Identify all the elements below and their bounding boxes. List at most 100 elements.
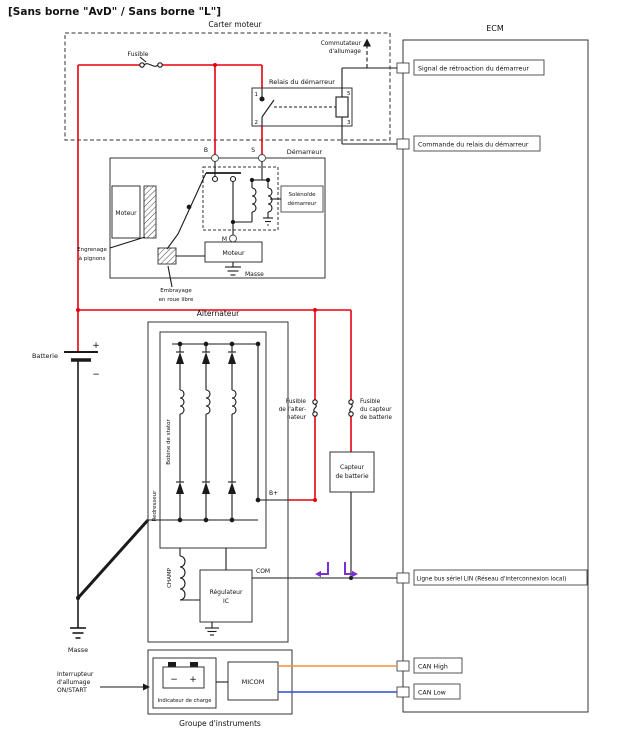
battery-label: Batterie <box>32 352 58 360</box>
regulator-label-1: Régulateur <box>210 589 243 596</box>
battery-ground-label: Masse <box>68 646 88 654</box>
page-title: [Sans borne "AvD" / Sans borne "L"] <box>8 6 221 18</box>
red-wire-junction-dots <box>76 63 317 502</box>
ecm-pin-can-low-label: CAN Low <box>418 690 446 697</box>
svg-text:Fusible: Fusible <box>360 399 381 405</box>
svg-text:de batterie: de batterie <box>360 415 392 421</box>
engine-motor-label: Moteur <box>115 210 137 217</box>
right-arrow-icon <box>143 683 150 691</box>
alternator-label: Alternateur <box>197 309 240 318</box>
battery-sensor-fuse-symbol <box>348 399 354 417</box>
main-fuse-label: Fusible <box>128 51 149 58</box>
com-label: COM <box>256 568 270 575</box>
ecm-pin-box-can-high <box>413 657 463 674</box>
ignition-supply-label-2: d'allumage <box>57 679 91 686</box>
ignition-supply-label-1: Interrupteur <box>57 671 94 678</box>
clutch-label-2: en roue libre <box>159 297 194 303</box>
starter-motor-label: Moteur <box>222 250 245 257</box>
ignition-switch-label-2: d'allumage <box>329 49 362 55</box>
battery-warning-icon: − + <box>162 662 205 689</box>
ecm-pin-box-relay-cmd <box>413 135 541 152</box>
relay-label: Relais du démarreur <box>269 78 335 86</box>
field-label: CHAMP <box>167 567 173 587</box>
relay-box <box>251 87 353 127</box>
relay-to-ecm-wires <box>341 67 397 145</box>
battery-plus-label: + <box>92 341 100 351</box>
regulator-label-2: IC <box>223 598 229 605</box>
engine-compartment-section: Carter moteur Fusible <box>64 20 391 141</box>
pinion-label-1: Engrenage <box>77 247 107 253</box>
rectifier-internals <box>148 341 288 523</box>
rectifier-label: Redresseur <box>152 490 158 522</box>
solenoid-internals <box>206 161 273 235</box>
ignition-switch-label-1: Commutateur <box>321 41 362 47</box>
ecm-terminal-lin <box>396 572 410 584</box>
ecm-pin-box-lin <box>413 569 588 586</box>
charge-indicator-label: Indicateur de charge <box>158 698 212 704</box>
ecm-box <box>402 39 589 713</box>
solenoid-label-2: démarreur <box>287 200 317 207</box>
svg-text:−: − <box>170 675 178 685</box>
terminal-b-label: B <box>204 147 208 154</box>
red-power-wires <box>77 64 352 501</box>
alternator-section: Alternateur <box>147 309 289 643</box>
engine-motor-box <box>111 185 141 239</box>
ecm-terminal-can-high <box>396 660 410 672</box>
starter-label: Démarreur <box>287 148 323 156</box>
ecm-pin-box-can-low <box>413 683 461 700</box>
lin-bus <box>252 562 397 580</box>
terminal-s <box>258 154 266 162</box>
cluster-label: Groupe d'instruments <box>179 719 261 728</box>
starter-ground-label: Masse <box>245 271 264 278</box>
terminal-m-label: M <box>222 236 227 243</box>
instrument-cluster-section: Groupe d'instruments − + Indicateur de c… <box>57 649 397 728</box>
stator-coil-label: Bobine de stator <box>166 418 172 464</box>
ecm-pin-can-high-label: CAN High <box>418 664 448 671</box>
carter-label: Carter moteur <box>208 20 262 29</box>
ecm-section: ECM Signal de rétroaction du démarreur C… <box>396 24 589 713</box>
overrunning-clutch <box>157 247 177 265</box>
relay-pin-3: 3 <box>347 120 351 126</box>
shift-lever <box>166 172 207 257</box>
rectifier-box <box>159 331 267 549</box>
ecm-pin-box-feedback <box>413 59 545 76</box>
battery-ground-symbol <box>70 627 86 639</box>
battery-section: + − Batterie Masse <box>32 341 150 654</box>
starter-section: Démarreur B S <box>77 147 326 303</box>
battery-sensor-box <box>329 451 375 493</box>
regulator-ground-symbol <box>205 622 219 636</box>
svg-text:de l'alter-: de l'alter- <box>279 407 306 413</box>
svg-text:Fusible: Fusible <box>286 399 307 405</box>
relay-pin-1: 1 <box>255 92 259 98</box>
pinion-label-2: à pignons <box>79 255 106 262</box>
alternator-ground-cable <box>76 518 150 600</box>
ecm-pin-feedback-label: Signal de rétroaction du démarreur <box>418 65 529 73</box>
bplus-label: B+ <box>269 490 278 497</box>
field-winding <box>179 548 200 601</box>
svg-text:nateur: nateur <box>287 415 307 421</box>
carter-box <box>64 32 391 141</box>
ecm-terminal-can-low <box>396 686 410 698</box>
up-arrow-icon <box>363 38 371 47</box>
alternator-fuse-symbol <box>312 399 318 417</box>
battery-sensor-section: Capteur de batterie <box>329 451 375 578</box>
main-fuse-leader <box>139 56 147 63</box>
ecm-pin-lin-label: Ligne bus sériel LIN (Réseau d'interconn… <box>417 576 567 583</box>
ignition-supply-label-3: ON/START <box>57 687 87 694</box>
battery-minus-label: − <box>92 370 100 380</box>
main-fuse-symbol <box>139 62 163 68</box>
relay-pin-5: 5 <box>347 91 351 97</box>
solenoid-label-1: Solénoïde <box>288 191 316 198</box>
battery-sensor-label-2: de batterie <box>335 473 368 480</box>
micom-label: MICOM <box>242 678 265 686</box>
clutch-label-1: Embrayage <box>160 288 192 294</box>
lin-arrows <box>321 562 352 575</box>
ecm-pin-relay-cmd-label: Commande du relais du démarreur <box>418 141 529 149</box>
battery-sensor-fuse-label: Fusible du capteur de batterie <box>360 399 392 421</box>
terminal-b <box>211 154 219 162</box>
relay-internals <box>259 88 349 126</box>
ecm-terminal-feedback <box>396 62 410 74</box>
